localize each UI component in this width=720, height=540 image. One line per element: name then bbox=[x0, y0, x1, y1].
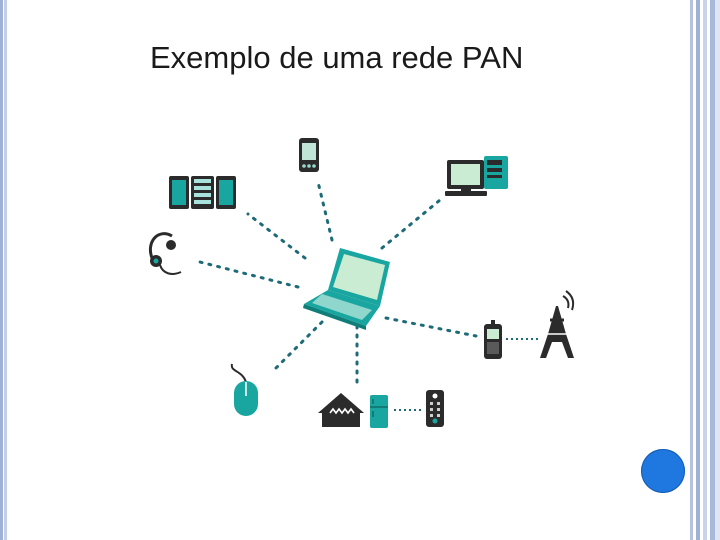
remote-control-icon bbox=[426, 390, 444, 427]
house-icon bbox=[318, 393, 364, 427]
link-headset bbox=[198, 260, 300, 289]
slide-border-right bbox=[686, 0, 720, 540]
accent-circle bbox=[641, 449, 685, 493]
link-phone bbox=[384, 316, 478, 338]
desktop-computer-icon bbox=[445, 156, 508, 196]
laptop-icon bbox=[303, 248, 390, 330]
slide-border-left bbox=[0, 0, 9, 540]
link-pda bbox=[316, 180, 334, 242]
secondary-links bbox=[394, 338, 538, 411]
link-mouse bbox=[270, 320, 324, 374]
refrigerator-icon bbox=[370, 395, 388, 428]
headset-icon bbox=[149, 232, 182, 275]
pda-icon bbox=[299, 138, 319, 172]
cell-tower-icon bbox=[540, 290, 575, 358]
connection-lines bbox=[198, 180, 478, 388]
link-desktop bbox=[380, 198, 442, 250]
mouse-icon bbox=[230, 363, 258, 416]
mobile-phone-icon bbox=[484, 320, 502, 359]
slide-title: Exemplo de uma rede PAN bbox=[150, 40, 524, 75]
link-server bbox=[246, 212, 307, 260]
server-icon bbox=[169, 176, 236, 209]
